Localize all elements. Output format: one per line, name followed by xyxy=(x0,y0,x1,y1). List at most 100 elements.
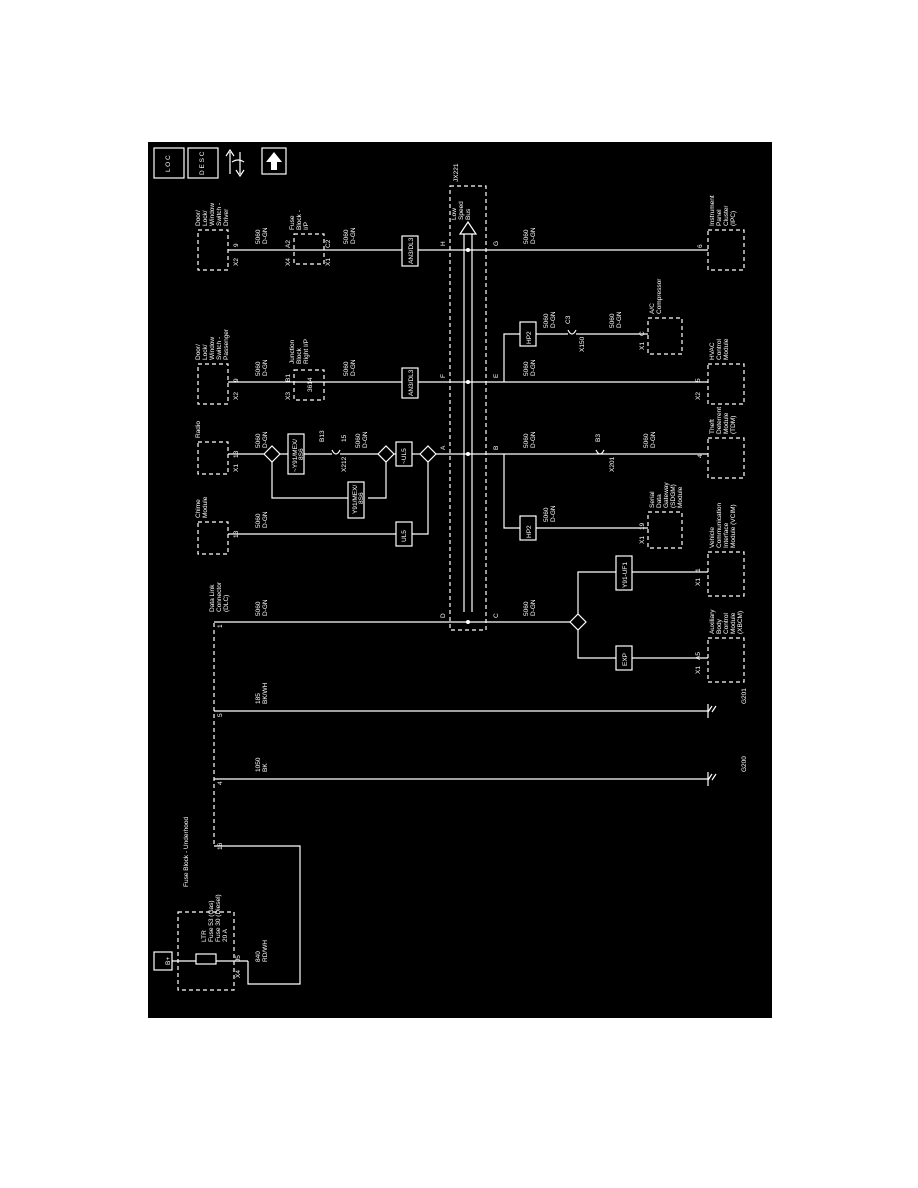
fuse-block-title: Fuse Block - Underhood xyxy=(183,817,190,887)
pass-l1: Door/ xyxy=(195,344,202,360)
hvac-pin: 5 xyxy=(695,378,702,382)
driver-l1: Door/ xyxy=(195,210,202,226)
vcim-module xyxy=(707,551,745,597)
bus-d: D xyxy=(440,613,447,618)
xbcm-l2: Body xyxy=(716,618,723,634)
driver-l3: Window xyxy=(209,203,216,226)
vcim-l3: Interface xyxy=(723,522,730,548)
fuse-pin: J5 xyxy=(235,955,242,962)
radio-wire-color: D-GN xyxy=(262,431,269,448)
sdgm-l3: Gateway xyxy=(663,482,670,508)
bus-dot-f xyxy=(466,380,470,384)
pass-l3: Window xyxy=(209,337,216,360)
bus-dot-h xyxy=(466,248,470,252)
sdgm-module xyxy=(647,511,683,549)
tdm-inline-pin: B3 xyxy=(595,434,602,442)
pass-l4: Switch - xyxy=(216,337,223,360)
radio-module xyxy=(197,441,229,475)
fuse-label-3: Fuse 30 (Diesel) xyxy=(215,894,222,942)
junc-inner: 3614 xyxy=(307,377,314,392)
bus-label-3: Bus xyxy=(465,208,472,220)
xbcm-conn: X1 xyxy=(695,666,702,674)
tdm-l2: Deterrent xyxy=(716,407,723,434)
pass-pin: 9 xyxy=(233,378,240,382)
fuse-wire-num: 840 xyxy=(255,951,262,962)
desc-icon[interactable] xyxy=(187,147,219,179)
wire-ac-branch xyxy=(503,333,520,382)
sdgm-l5: Module xyxy=(677,486,684,508)
loc-icon-text: L O C xyxy=(165,155,172,172)
xbcm-l5: (XBCM) xyxy=(737,611,744,634)
fuse-ip-conn-bot: X1 xyxy=(325,258,332,266)
loc-icon[interactable] xyxy=(153,147,185,179)
hvac-conn: X2 xyxy=(695,392,702,400)
wire-1050-num: 1050 xyxy=(255,757,262,772)
bus-id: JX221 xyxy=(453,163,460,182)
y91-2b-label: 8S6 xyxy=(358,492,365,504)
c-wire-num: 5060 xyxy=(523,601,530,616)
fuse-rating: 20 A xyxy=(222,928,229,942)
pass-wire-color: D-GN xyxy=(262,359,269,376)
hvac-l3: Module xyxy=(723,338,730,360)
driver-conn: X2 xyxy=(233,258,240,266)
wire-y91-bypass xyxy=(271,462,387,499)
vcim-pin: 1 xyxy=(695,568,702,572)
radio-wire-num-2: 5060 xyxy=(355,433,362,448)
up-down-arrows-icon[interactable] xyxy=(225,148,245,178)
inline-b13: B13 xyxy=(319,430,326,442)
inline-x212: X212 xyxy=(341,456,348,472)
xbcm-l3: Control xyxy=(723,612,730,634)
bus-dot-d xyxy=(466,620,470,624)
ac-l1: A/C xyxy=(649,303,656,314)
fuse-label-2: Fuse 53 (Gas) xyxy=(208,900,215,942)
ac-inline-conn: X150 xyxy=(579,336,586,352)
y91-1-label: ~Y91/MEX/ xyxy=(292,439,299,472)
ipc-l2: Panel xyxy=(716,209,723,226)
wire-185-color: BK/WH xyxy=(262,682,269,704)
chime-module xyxy=(197,521,229,555)
fuse-block-underhood xyxy=(177,911,235,991)
junc-pin: B1 xyxy=(285,374,292,382)
option-y91-1 xyxy=(287,433,305,475)
c-wire-color: D-GN xyxy=(530,599,537,616)
bus-dot-a xyxy=(466,452,470,456)
bus-a: A xyxy=(440,445,447,450)
junc-wire-num: 5060 xyxy=(343,361,350,376)
ac-wire-color-1: D-GN xyxy=(550,311,557,328)
bus-label-1: Low xyxy=(451,208,458,220)
xbcm-l1: Auxiliary xyxy=(709,609,716,634)
y91-1b-label: 8S6 xyxy=(298,448,305,460)
hvac-l1: HVAC xyxy=(709,342,716,360)
xbcm-module xyxy=(707,637,745,683)
radio-wire-num: 5060 xyxy=(255,433,262,448)
low-speed-bus xyxy=(449,185,487,631)
ground-g200: G200 xyxy=(741,756,748,772)
desc-icon-text: D E S C xyxy=(199,151,206,175)
vcim-l2: Communication xyxy=(716,502,723,548)
ipc-pin: 6 xyxy=(697,244,704,248)
junc-l2: Block xyxy=(296,347,303,364)
bus-a-splice xyxy=(419,445,437,463)
bus-lines xyxy=(463,234,473,612)
passenger-door-module xyxy=(197,363,229,405)
fuse-conn: X4 xyxy=(235,970,242,978)
up-arrow-icon[interactable] xyxy=(261,147,287,175)
driver-pin: 9 xyxy=(233,243,240,247)
chime-wire-color: D-GN xyxy=(262,511,269,528)
bus-triangle-icon xyxy=(458,220,478,235)
fuse-block-ip xyxy=(293,233,325,265)
ground-g201: G201 xyxy=(741,688,748,704)
fuse-ip-wire-num: 5060 xyxy=(343,229,350,244)
ac-wire-num-1: 5060 xyxy=(543,313,550,328)
ipc-l1: Instrument xyxy=(709,195,716,226)
sdgm-wire-color: D-GN xyxy=(550,505,557,522)
ac-l2: Compressor xyxy=(656,278,663,314)
hp2-1-label: HP2 xyxy=(526,331,533,344)
fuse-label-1: LTR xyxy=(201,930,208,942)
pass-l2: Lock/ xyxy=(202,344,209,360)
fuse-ip-l1: Fuse xyxy=(289,215,296,230)
xbcm-pin: A5 xyxy=(695,652,702,660)
junc-l1: Junction xyxy=(289,339,296,364)
dlc-title-1: Data Link xyxy=(209,584,216,612)
dlc-title-3: (DLC) xyxy=(223,595,230,612)
